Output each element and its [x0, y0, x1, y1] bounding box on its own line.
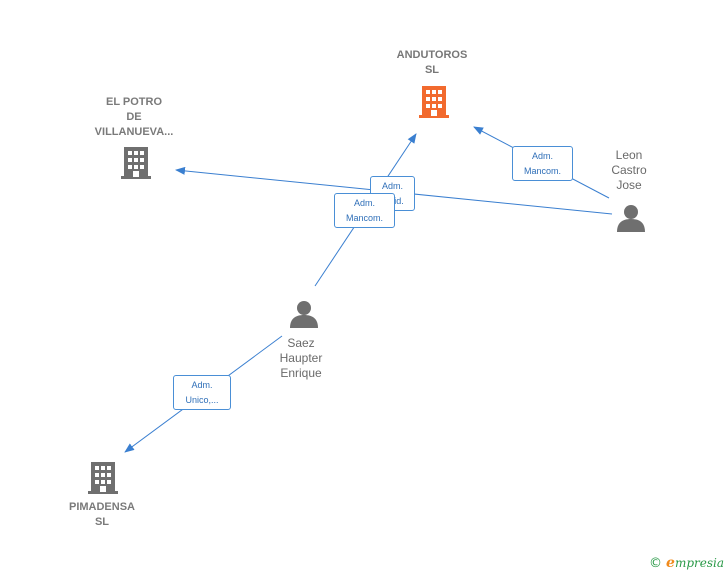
person-label-saez[interactable]: Saez Haupter Enrique [270, 336, 332, 381]
label-line: Jose [616, 178, 642, 192]
copyright-icon: © [649, 555, 663, 571]
edge-label-line: Mancom. [345, 213, 383, 223]
edge-label-leon-el-potro[interactable]: Adm. Mancom. [334, 193, 395, 228]
footer-brand: © empresia [649, 555, 724, 571]
brand-initial: e [666, 555, 675, 571]
person-icon[interactable] [290, 301, 318, 328]
edge-label-line: Adm. [353, 198, 375, 208]
company-label-el-potro[interactable]: EL POTRO DE VILLANUEVA... [84, 95, 184, 140]
edge-label-line: Adm. [191, 380, 213, 390]
company-label-pimadensa[interactable]: PIMADENSA SL [52, 500, 152, 530]
edge-label-leon-andutoros[interactable]: Adm. Mancom. [512, 146, 573, 181]
brand-logo[interactable]: empresia [666, 555, 724, 571]
label-line: Haupter [279, 351, 323, 365]
label-line: VILLANUEVA... [94, 126, 174, 138]
edge-label-line: Adm. [531, 151, 553, 161]
company-label-andutoros[interactable]: ANDUTOROS SL [382, 48, 482, 78]
label-line: PIMADENSA [68, 501, 135, 513]
label-line: ANDUTOROS [396, 49, 468, 61]
building-icon[interactable] [121, 147, 151, 179]
person-label-leon[interactable]: Leon Castro Jose [599, 148, 659, 193]
label-line: EL POTRO [105, 96, 163, 108]
label-line: SL [424, 64, 440, 76]
label-line: Leon [615, 148, 643, 162]
brand-name: mpresia [674, 556, 724, 570]
label-line: Castro [611, 163, 647, 177]
label-line: SL [94, 516, 110, 528]
label-line: DE [126, 111, 142, 123]
label-line: Enrique [280, 366, 322, 380]
person-icon[interactable] [617, 205, 645, 232]
edge-label-line: Adm. [381, 181, 403, 191]
edge-label-line: Mancom. [523, 166, 561, 176]
building-icon[interactable] [419, 86, 449, 118]
label-line: Saez [287, 336, 315, 350]
building-icon[interactable] [88, 462, 118, 494]
edge-label-saez-pimadensa[interactable]: Adm. Unico,... [173, 375, 231, 410]
edge-label-line: Unico,... [185, 395, 219, 405]
